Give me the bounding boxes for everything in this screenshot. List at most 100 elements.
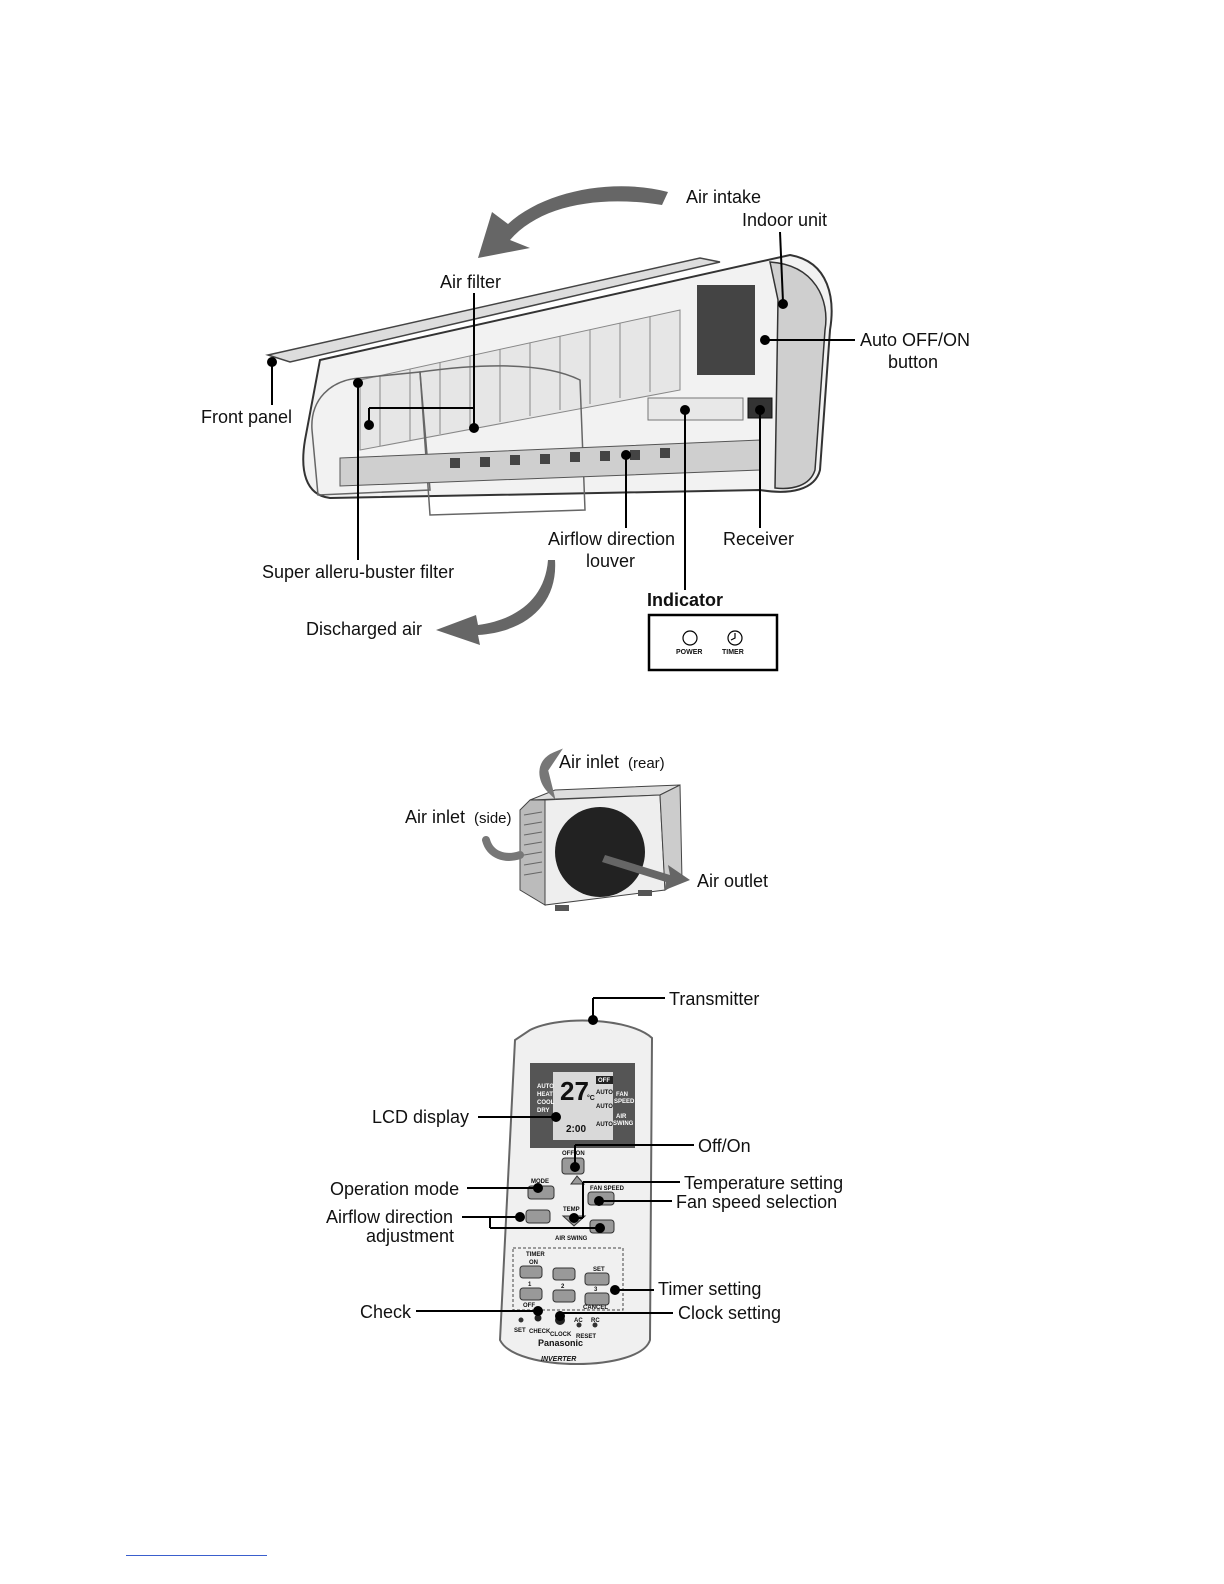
ac-reset-button[interactable]: [576, 1322, 582, 1328]
label-operation-mode: Operation mode: [330, 1179, 459, 1199]
label-receiver: Receiver: [723, 529, 794, 549]
filter-grid: [359, 309, 681, 451]
label-air-intake: Air intake: [686, 187, 761, 207]
indicator-title: Indicator: [647, 590, 723, 610]
btn-label-cancel: CANCEL: [583, 1305, 608, 1311]
lcd-swing-1: AIR: [616, 1114, 627, 1120]
air-outlet-arrow: [602, 855, 690, 890]
remote-control-illustration: 27 °C OFF AUTO HEAT COOL DRY AUTO AUTO A…: [498, 1019, 654, 1365]
lcd-off: OFF: [598, 1078, 610, 1084]
label-indoor-unit: Indoor unit: [742, 210, 827, 230]
front-panel-shape: [265, 257, 721, 363]
brand-logo: Panasonic: [538, 1338, 583, 1348]
lcd-mode-auto: AUTO: [537, 1084, 554, 1090]
lcd-auto-2: AUTO: [596, 1104, 613, 1110]
btn-label-timer: TIMER: [526, 1252, 545, 1258]
btn-label-air-swing: AIR SWING: [555, 1236, 588, 1242]
timer-set-button[interactable]: [584, 1272, 610, 1286]
lcd-mode-dry: DRY: [537, 1108, 549, 1114]
air-inlet-side-arrow: [482, 836, 524, 861]
lcd-swing-2: SWING: [613, 1121, 634, 1127]
label-super-filter: Super alleru-buster filter: [262, 562, 454, 582]
side-cover: [769, 261, 827, 490]
indicator-box: Indicator POWER TIMER: [647, 590, 779, 672]
filter-frame-right: [419, 365, 586, 516]
label-auto-off-on-1: Auto OFF/ON: [860, 330, 970, 350]
label-timer-setting: Timer setting: [658, 1279, 761, 1299]
label-auto-off-on-2: button: [888, 352, 938, 372]
label-clock-setting: Clock setting: [678, 1303, 781, 1323]
label-air-inlet-side: Air inlet: [405, 807, 465, 827]
timer-down-button[interactable]: [552, 1289, 576, 1303]
outdoor-foot-right: [638, 890, 652, 896]
control-box: [697, 285, 755, 375]
label-airflow-adjust-2: adjustment: [366, 1226, 454, 1246]
btn-label-temp: TEMP: [563, 1207, 580, 1213]
louver-blades: [450, 448, 670, 468]
timer-on-button[interactable]: [519, 1265, 543, 1279]
btn-label-reset: RESET: [576, 1334, 596, 1340]
label-off-on: Off/On: [698, 1136, 751, 1156]
btn-label-check-small: CHECK: [529, 1329, 551, 1335]
timer-up-button[interactable]: [552, 1267, 576, 1281]
btn-label-off: OFF: [523, 1303, 535, 1309]
timer-block: [512, 1247, 624, 1311]
label-air-outlet: Air outlet: [697, 871, 768, 891]
indoor-unit-illustration: [265, 186, 833, 645]
label-discharged-air: Discharged air: [306, 619, 422, 639]
btn-label-ac: AC: [574, 1318, 583, 1324]
indoor-leaders: [267, 231, 855, 590]
footer-link-underline: [126, 1555, 267, 1556]
btn-label-2: 2: [561, 1284, 565, 1290]
air-intake-arrow: [478, 186, 668, 258]
set-pin-button[interactable]: [518, 1317, 524, 1323]
check-button[interactable]: [534, 1314, 542, 1322]
timer-indicator-icon: [727, 630, 743, 646]
btn-label-3: 3: [594, 1287, 598, 1293]
btn-label-mode: MODE: [531, 1179, 549, 1185]
lcd-fan-1: FAN: [616, 1092, 628, 1098]
fan-grille: [555, 807, 645, 897]
indicator-power-label: POWER: [676, 649, 702, 656]
discharged-air-arrow: [436, 560, 556, 645]
lcd-auto-1: AUTO: [596, 1090, 613, 1096]
rc-reset-button[interactable]: [592, 1322, 598, 1328]
label-transmitter: Transmitter: [669, 989, 759, 1009]
label-rear-suffix: (rear): [628, 755, 665, 772]
lcd-fan-2: SPEED: [614, 1099, 635, 1105]
lcd-auto-3: AUTO: [596, 1122, 613, 1128]
lcd-clock: 2:00: [566, 1124, 586, 1135]
label-airflow-louver-1: Airflow direction: [548, 529, 675, 549]
lcd-unit: °C: [587, 1094, 595, 1102]
label-side-suffix: (side): [474, 810, 512, 827]
btn-label-clock-small: CLOCK: [550, 1332, 572, 1338]
outdoor-foot-left: [555, 905, 569, 911]
air-swing-left-button[interactable]: [525, 1209, 551, 1224]
timer-off-button[interactable]: [519, 1287, 543, 1301]
lcd-mode-heat: HEAT: [537, 1092, 553, 1098]
unit-indicator-panel: [647, 397, 744, 421]
outdoor-unit-illustration: [482, 748, 690, 911]
btn-label-set: SET: [593, 1267, 605, 1273]
power-indicator-icon: [682, 630, 698, 646]
label-airflow-adjust-1: Airflow direction: [326, 1207, 453, 1227]
label-air-inlet-rear: Air inlet: [559, 752, 619, 772]
label-fan-speed-selection: Fan speed selection: [676, 1192, 837, 1212]
label-airflow-louver-2: louver: [586, 551, 635, 571]
btn-label-rc: RC: [591, 1318, 600, 1324]
btn-label-off-on: OFF/ON: [562, 1151, 585, 1157]
lcd-temp: 27: [560, 1076, 589, 1106]
btn-label-set-small: SET: [514, 1328, 526, 1334]
btn-label-on: ON: [529, 1260, 538, 1266]
air-inlet-rear-arrow: [539, 748, 563, 800]
timer-cancel-button[interactable]: [584, 1292, 610, 1306]
temp-up-button[interactable]: [570, 1175, 586, 1185]
label-temperature-setting: Temperature setting: [684, 1173, 843, 1193]
side-vents: [523, 811, 543, 876]
label-lcd-display: LCD display: [372, 1107, 469, 1127]
label-air-filter: Air filter: [440, 272, 501, 292]
btn-label-1: 1: [528, 1282, 532, 1288]
label-front-panel: Front panel: [201, 407, 292, 427]
